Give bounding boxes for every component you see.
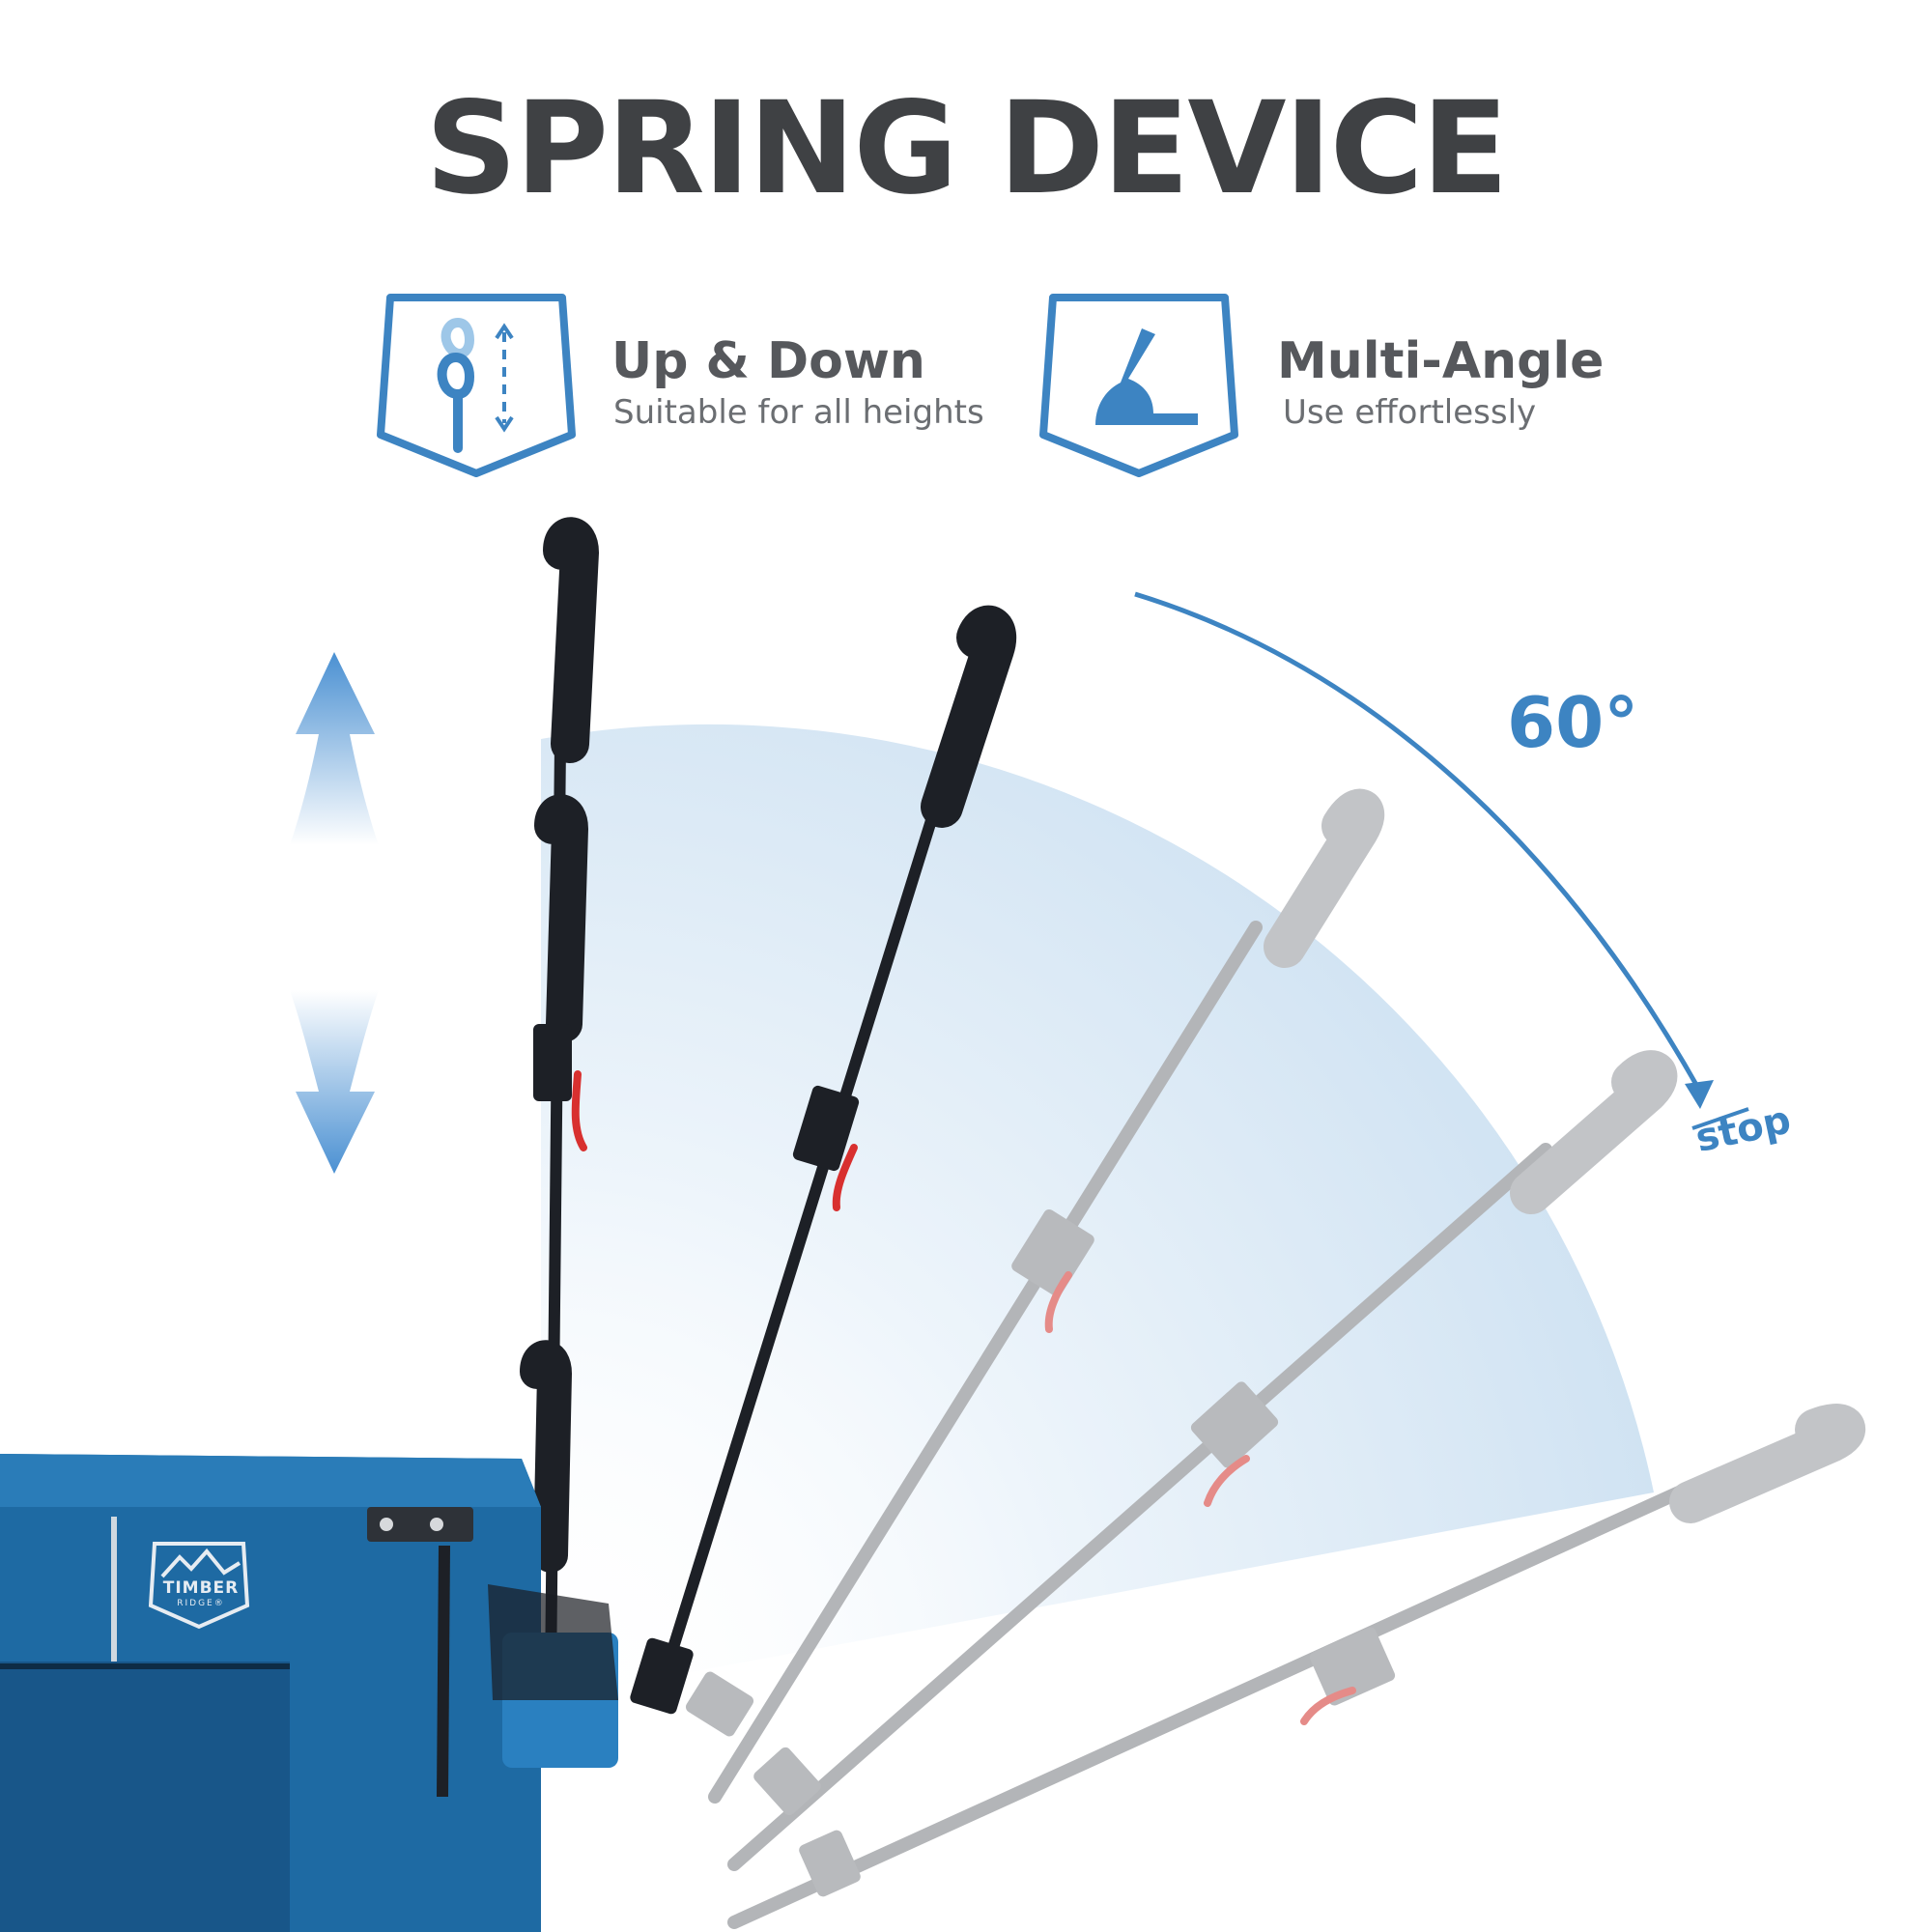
ghost-handle-3 [727,1404,1865,1929]
feature-title-multi-angle: Multi-Angle [1277,332,1605,390]
up-down-arrow-icon [290,652,379,1174]
angle-value-label: 60° [1507,682,1639,763]
rotation-arc-arrow [1134,591,1749,1130]
brand-logo-text: TIMBER [162,1578,240,1598]
height-adjust-icon [373,290,580,479]
page-title: SPRING DEVICE [425,74,1508,223]
ghost-handle-1 [685,789,1385,1804]
brand-logo-subtext: RIDGE® [177,1599,225,1608]
feature-subtitle-multi-angle: Use effortlessly [1283,393,1537,432]
handle-vertical [520,517,600,1687]
ghost-handle-2 [727,1050,1677,1871]
angle-fan [541,724,1654,1700]
angle-icon [1036,290,1242,479]
handle-tilted [630,605,1017,1715]
feature-title-up-down: Up & Down [611,332,925,390]
brand-logo [148,1542,250,1630]
feature-subtitle-up-down: Suitable for all heights [613,393,984,432]
wagon-body [0,1454,618,1932]
